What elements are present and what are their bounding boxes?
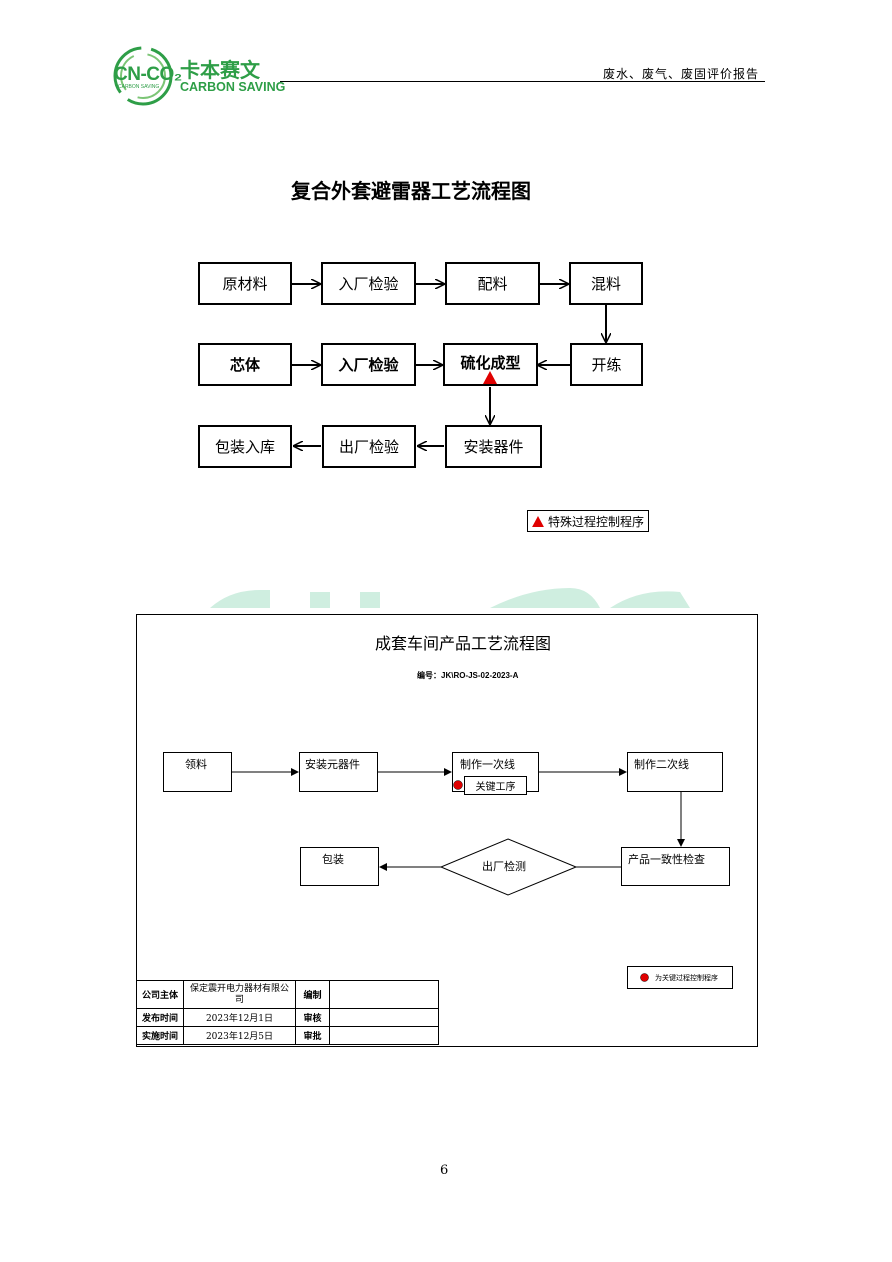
watermark-graphic [210,588,690,608]
table-row: 公司主体 保定震开电力器材有限公司 编制 [136,980,439,1009]
flow1-box-raw-material: 原材料 [198,262,292,305]
flow2-box-consistency-check-label: 产品一致性检查 [628,853,705,866]
logo-company-name-en: CARBON SAVING [180,80,286,94]
flow2-box-packing-label: 包装 [322,853,344,866]
flow2-legend: 为关键过程控制程序 [627,966,733,989]
header-divider [280,81,765,82]
flow2-box-material-pick: 领料 [163,752,232,792]
approve-label: 审批 [295,1026,330,1045]
logo-mark: CN-CO₂ [114,64,182,85]
flowchart1-arrows [292,0,892,560]
flowchart2-frame [136,614,758,1047]
flow1-box-incoming-inspection: 入厂检验 [321,262,416,305]
flow1-box-vulcanization-label: 硫化成型 [460,354,521,372]
flow1-box-incoming-inspection-2: 入厂检验 [321,343,416,386]
flow1-box-batching: 配料 [445,262,540,305]
flow2-box-primary-wiring-label: 制作一次线 [460,758,515,771]
flow2-box-secondary-wiring: 制作二次线 [627,752,723,792]
review-label: 审核 [295,1008,330,1027]
diamond-outgoing-test [439,838,578,896]
edit-label: 编制 [295,980,330,1009]
flow1-box-vulcanization: 硫化成型 [443,343,538,386]
logo-company-name-cn: 卡本赛文 [180,58,260,82]
report-title: 废水、废气、废固评价报告 [603,67,760,81]
legend-dot-icon [640,973,649,982]
page-number: 6 [440,1163,449,1178]
special-process-marker-icon [483,371,497,384]
flow2-legend-label: 为关键过程控制程序 [655,973,718,982]
key-process-dot-icon [453,780,463,790]
flow1-legend-label: 特殊过程控制程序 [547,514,644,529]
approval-table: 公司主体 保定震开电力器材有限公司 编制 发布时间 2023年12月1日 审核 … [136,980,439,1045]
table-row: 实施时间 2023年12月5日 审批 [136,1026,439,1045]
flow1-box-milling: 开练 [570,343,643,386]
company-value: 保定震开电力器材有限公司 [183,980,296,1009]
issue-label: 发布时间 [136,1008,184,1027]
flow2-box-material-pick-label: 领料 [185,758,207,771]
impl-label: 实施时间 [136,1026,184,1045]
approve-value [329,1026,439,1045]
key-process-label-box: 关键工序 [464,776,527,795]
flow1-box-packing-storage: 包装入库 [198,425,292,468]
flow1-box-core: 芯体 [198,343,292,386]
flowchart1-title: 复合外套避雷器工艺流程图 [291,179,531,203]
flow2-diamond-label: 出厂检测 [482,860,526,873]
flow1-box-outgoing-inspection: 出厂检验 [322,425,416,468]
impl-value: 2023年12月5日 [183,1026,296,1045]
flow1-legend: 特殊过程控制程序 [527,510,649,532]
flow2-box-install-components: 安装元器件 [299,752,378,792]
flowchart2-code: 编号：JK\RO-JS-02-2023-A [417,671,519,680]
flow1-box-mixing: 混料 [569,262,643,305]
flowchart2-title: 成套车间产品工艺流程图 [375,634,552,653]
logo-mark-subtitle: CARBON SAVING [118,84,160,90]
review-value [329,1008,439,1027]
issue-value: 2023年12月1日 [183,1008,296,1027]
logo-ring-icon [113,46,173,106]
flow1-box-install-parts: 安装器件 [445,425,542,468]
flow2-box-packing: 包装 [300,847,379,886]
legend-triangle-icon [532,515,544,527]
flow2-box-consistency-check: 产品一致性检查 [621,847,730,886]
company-label: 公司主体 [136,980,184,1009]
flow2-box-secondary-wiring-label: 制作二次线 [634,758,689,771]
edit-value [329,980,439,1009]
flow2-box-install-components-label: 安装元器件 [305,758,360,771]
table-row: 发布时间 2023年12月1日 审核 [136,1008,439,1027]
